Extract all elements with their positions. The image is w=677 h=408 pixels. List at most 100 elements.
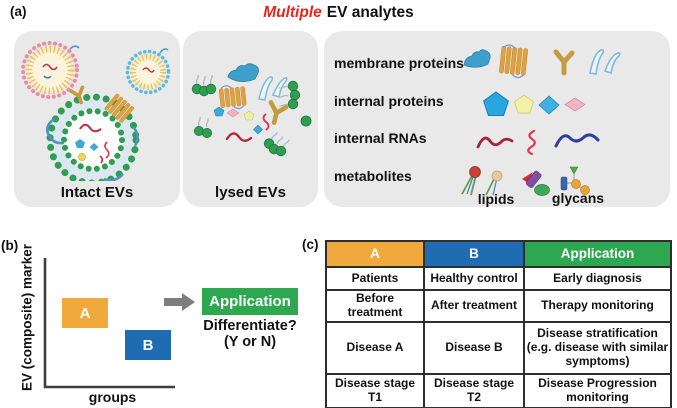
table-cell: Patients	[325, 266, 425, 291]
lipid-bead-icon	[300, 115, 312, 127]
rna-wave-darkred-icon	[476, 136, 514, 149]
question-line2: (Y or N)	[223, 334, 277, 351]
intact-ev-icon	[45, 85, 140, 181]
right-arrow-icon	[164, 293, 195, 311]
glycan-cluster2-icon	[560, 166, 590, 195]
protein-pentagon-icon	[75, 139, 85, 148]
ribbon-protein-icon	[589, 49, 621, 75]
antibody-y-icon	[553, 49, 575, 76]
metabolite-icon	[78, 153, 86, 161]
x-axis-label: groups	[88, 389, 137, 405]
rna-icon	[104, 141, 110, 159]
ribbon-protein-icon	[132, 126, 139, 147]
y-axis-label: EV (composite) marker	[19, 243, 35, 392]
lipids-label: lipids	[477, 191, 515, 207]
analyte-label-metabolites: metabolites	[334, 168, 412, 184]
membrane-protein-blob-icon	[463, 49, 491, 68]
barrel-protein-icon	[104, 93, 135, 123]
table-cell: Early diagnosis	[523, 266, 672, 291]
rna-icon	[262, 113, 270, 131]
group-b-box: B	[125, 330, 171, 360]
rna-icon	[225, 132, 253, 142]
analyte-label-internal-rnas: internal RNAs	[334, 130, 427, 146]
protein-diamond-icon	[253, 124, 263, 135]
analyte-label-membrane-proteins: membrane proteins	[334, 55, 464, 71]
lipid-fragment-icon	[263, 131, 290, 157]
antibody-y-icon	[69, 85, 85, 105]
table-header-b: B	[423, 240, 525, 268]
table-cell: Disease stage T2	[423, 373, 525, 408]
protein-diamond-icon	[226, 108, 240, 118]
protein-diamond-icon	[89, 143, 99, 151]
axes	[43, 258, 175, 389]
rna-wave-navy-icon	[554, 133, 600, 148]
analyte-label-internal-proteins: internal proteins	[334, 93, 444, 109]
antibody-y-icon	[268, 99, 289, 125]
glycan-cluster1-icon	[522, 170, 550, 196]
lysed-evs-panel: lysed EVs	[183, 31, 318, 207]
table-cell: After treatment	[423, 289, 525, 323]
lysed-evs-caption: lysed EVs	[215, 184, 286, 201]
lipid-tan-icon	[485, 170, 503, 196]
pentagon-protein-blue-icon	[483, 91, 509, 116]
ribbon-protein-icon	[103, 173, 124, 181]
lipid-fragment-icon	[278, 80, 301, 110]
table-cell: Disease Progression monitoring	[523, 373, 672, 408]
table-header-application: Application	[523, 240, 672, 268]
lipid-fragment-icon	[194, 116, 212, 138]
glycans-label: glycans	[551, 190, 605, 206]
intact-evs-illustration	[21, 41, 171, 181]
table-row: Disease stage T1 Disease stage T2 Diseas…	[325, 373, 672, 408]
group-a-box: A	[62, 298, 108, 328]
lipid-red-icon	[461, 166, 481, 196]
membrane-protein-blob-icon	[227, 63, 259, 82]
table-cell: Before treatment	[325, 289, 425, 323]
protein-pentagon-icon	[213, 106, 225, 117]
barrel-protein-icon	[218, 85, 247, 110]
differentiate-question: Differentiate? (Y or N)	[184, 318, 316, 350]
intact-evs-panel: Intact EVs	[14, 31, 180, 207]
lysed-evs-illustration	[191, 63, 312, 157]
question-line1: Differentiate?	[203, 318, 297, 334]
diamond-protein-pink-icon	[564, 97, 586, 112]
table-cell: Disease A	[325, 321, 425, 375]
panel-b-label: (b)	[1, 238, 19, 253]
internal-proteins-icons	[483, 91, 586, 116]
barrel-protein-icon	[499, 44, 528, 79]
table-header-a: A	[325, 240, 425, 268]
rna-icon	[79, 123, 102, 133]
vesicle-blue-icon	[125, 48, 171, 95]
table-cell: Disease stratification (e.g. disease wit…	[523, 321, 672, 375]
diamond-protein-blue-icon	[538, 95, 560, 115]
table-cell: Disease B	[423, 321, 525, 375]
intact-evs-caption: Intact EVs	[60, 184, 134, 201]
pentagon-protein-yellow-icon	[513, 94, 535, 114]
protein-pentagon-icon	[243, 110, 255, 121]
panel-a-label: (a)	[10, 4, 27, 19]
table-row: Patients Healthy control Early diagnosis	[325, 266, 672, 291]
internal-rnas-icons	[476, 129, 600, 156]
table-cell: Therapy monitoring	[523, 289, 672, 323]
analytes-panel: membrane proteins internal proteins inte…	[324, 31, 670, 207]
table-row: Disease A Disease B Disease stratificati…	[325, 321, 672, 375]
group-b-label: B	[142, 336, 154, 354]
table-row: Before treatment After treatment Therapy…	[325, 289, 672, 323]
table-header-row: A B Application	[325, 240, 672, 268]
table-cell: Healthy control	[423, 266, 525, 291]
group-a-label: A	[79, 304, 91, 322]
lipid-fragment-icon	[191, 74, 217, 97]
membrane-proteins-icons	[463, 44, 621, 79]
application-box: Application	[202, 288, 298, 315]
title-emphasis: Multiple	[263, 4, 322, 21]
vesicle-pink-icon	[21, 41, 80, 99]
rna-icon	[99, 155, 104, 164]
rna-zigzag-red-icon	[527, 129, 536, 156]
application-label: Application	[209, 293, 291, 310]
metabolites-icons	[461, 166, 590, 196]
ribbon-protein-icon	[258, 76, 288, 101]
title-rest: EV analytes	[326, 4, 414, 21]
application-table: A B Application Patients Healthy control…	[325, 240, 672, 408]
ribbon-protein-icon	[45, 117, 65, 145]
